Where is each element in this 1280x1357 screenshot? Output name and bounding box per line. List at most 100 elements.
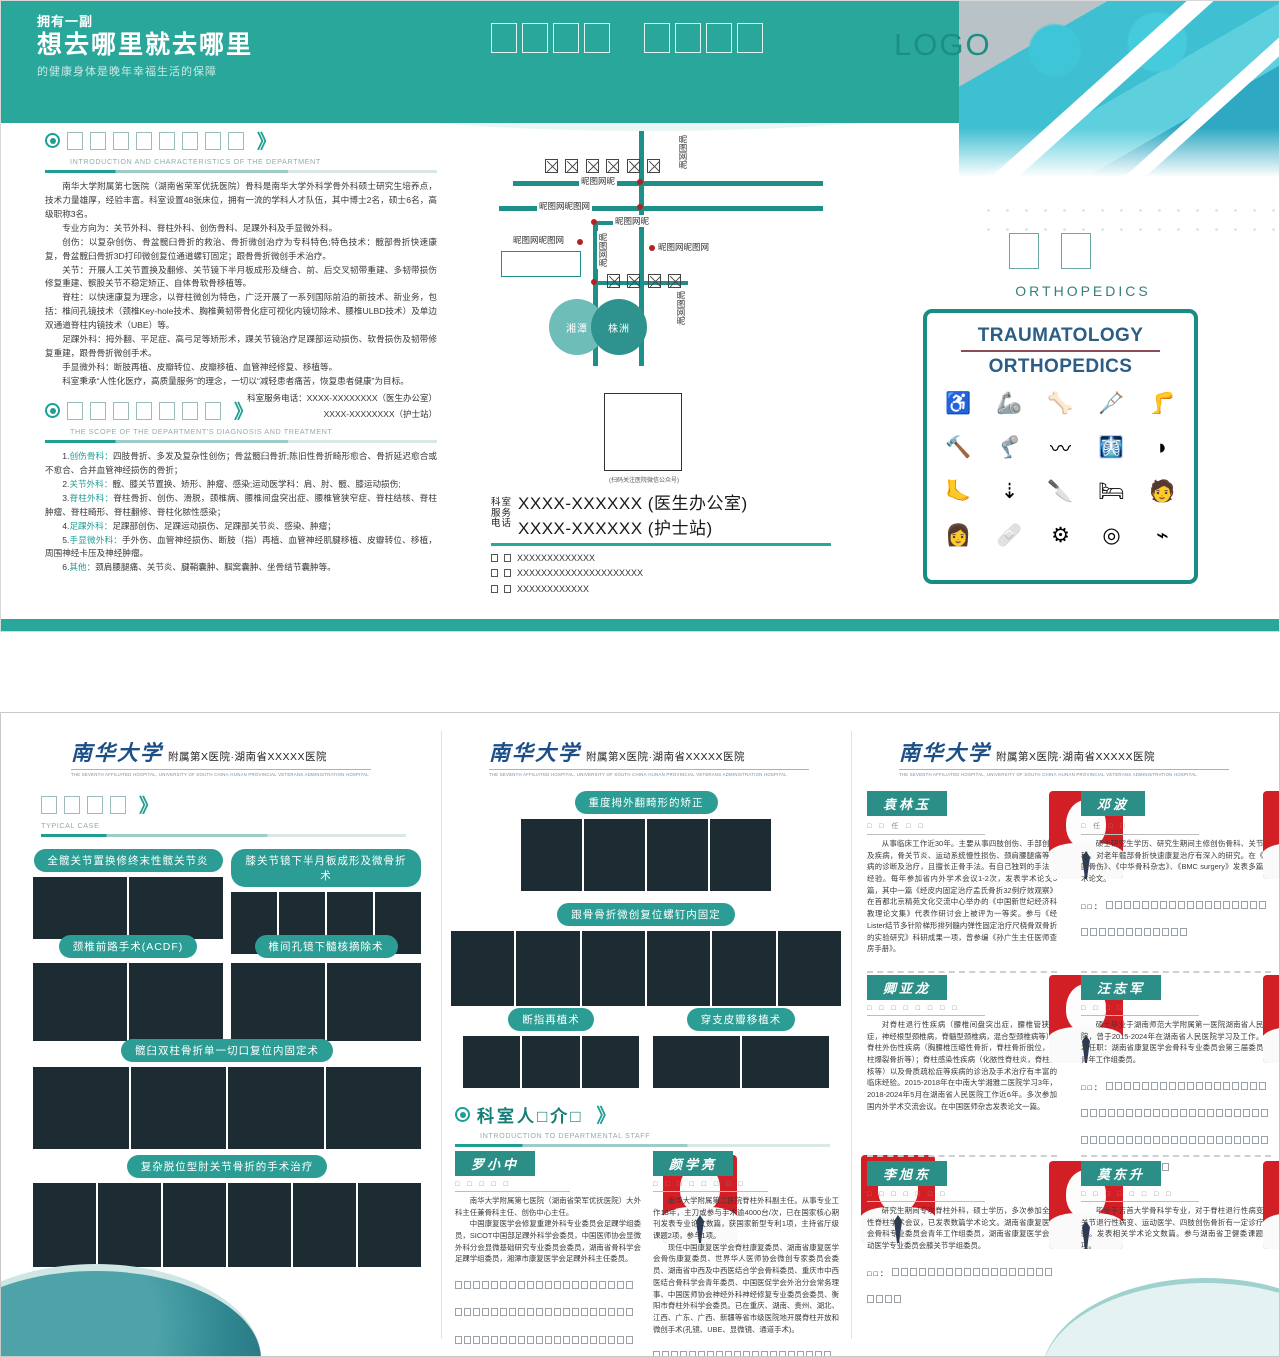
map-city-zhuzhou: 株洲 <box>591 299 647 355</box>
placeholder-box <box>1144 1136 1151 1145</box>
photo-fade-mask <box>959 1 1279 206</box>
avatar-tie <box>1082 1035 1090 1063</box>
section-staff-intro: 科室人□介□ 》 INTRODUCTION TO DEPARTMENTAL ST… <box>455 1101 830 1147</box>
placeholder-box <box>770 1351 777 1356</box>
placeholder-box <box>518 1335 525 1344</box>
placeholder-box <box>743 1351 750 1356</box>
placeholder-box <box>1126 1108 1133 1117</box>
staff-placeholder-block: □ □ ： <box>1081 1072 1271 1181</box>
bullet-box-icon <box>504 553 511 562</box>
placeholder-box <box>1099 1108 1106 1117</box>
placeholder-box <box>482 1308 489 1317</box>
placeholder-box <box>590 1308 597 1317</box>
staff-section-rule <box>455 1144 830 1147</box>
staff-divider <box>867 1155 1057 1157</box>
placeholder-box <box>554 1308 561 1317</box>
title-box <box>159 131 175 150</box>
staff-rule <box>653 1191 769 1192</box>
xbox-icon <box>647 274 661 288</box>
placeholder-box <box>464 1335 471 1344</box>
placeholder-box <box>653 1351 660 1356</box>
case-block: 断指再植术 <box>463 1008 639 1088</box>
placeholder-box <box>824 1351 831 1356</box>
staff-divider <box>1081 1155 1271 1157</box>
placeholder-box <box>509 1335 516 1344</box>
map-node <box>577 239 583 245</box>
placeholder-box <box>617 1281 624 1290</box>
contact-list-item: XXXXXXXXXXXXXXXXXXXXX <box>491 566 831 582</box>
placeholder-box <box>527 1281 534 1290</box>
title-box <box>113 401 129 420</box>
department-phone-1: 科室服务电话：XXXX-XXXXXXXX（医生办公室） <box>247 392 437 403</box>
scope-head: 手显微外科： <box>69 534 123 545</box>
placeholder-box <box>999 1267 1007 1276</box>
staff-section-title: 科室人□介□ <box>477 1107 584 1126</box>
case-label: 全髋关节置换修终末性髋关节炎 <box>33 849 223 872</box>
scope-text: 足踝部创伤、足踝运动损伤、足踝部关节炎、感染、肿瘤； <box>112 520 336 531</box>
placeholder-box <box>1105 900 1113 909</box>
placeholder-box <box>876 1294 883 1303</box>
staff-rule <box>1081 834 1199 835</box>
scope-text: 四肢骨折、多发及复杂性创伤；骨盆髋臼骨折;陈旧性骨折畸形愈合、骨折延迟愈合或不愈… <box>45 451 437 475</box>
staff-bio-paragraph: 研究生期间专攻脊柱外科，硕士学历，多次参加全国性脊柱学术会议，已发表数篇学术论文… <box>867 1206 1057 1251</box>
case-images <box>33 963 223 1041</box>
case-image <box>712 931 776 1006</box>
staff-rule <box>455 1191 571 1192</box>
placeholder-box <box>1243 1108 1250 1117</box>
placeholder-box <box>527 1308 534 1317</box>
staff-name: 莫东升 <box>1081 1161 1162 1186</box>
bullet-box-icon <box>504 585 511 594</box>
scope-no: 5. <box>62 534 70 545</box>
case-label: 膝关节镜下半月板成形及微骨折术 <box>231 849 421 887</box>
title-box <box>110 795 126 814</box>
contact-list-text: XXXXXXXXXXXXX <box>517 552 596 563</box>
placeholder-box <box>1099 927 1106 936</box>
intro-paragraph: 科室秉承“人性化医疗，高质量服务”的理念，一切以“减轻患者痛苦，恢复患者健康”为… <box>62 375 409 386</box>
placeholder-box <box>1081 927 1088 936</box>
hospital-subtitle: 附属第X医院·湖南省XXXXX医院 <box>996 751 1156 763</box>
surgery-photo <box>959 1 1279 206</box>
section1-subtitle-en: INTRODUCTION AND CHARACTERISTICS OF THE … <box>70 157 321 166</box>
staff-section-subtitle-en: INTRODUCTION TO DEPARTMENTAL STAFF <box>480 1131 651 1140</box>
placeholder-box <box>536 1335 543 1344</box>
placeholder-box <box>752 1351 759 1356</box>
placeholder-box <box>1186 900 1194 909</box>
header-box <box>706 23 732 53</box>
placeholder-prefix: □ □ ： <box>1081 901 1102 911</box>
orthopedics-subtitle: ORTHOPEDICS <box>1015 283 1151 299</box>
staff-rule <box>867 1201 985 1202</box>
map-label-vertical: 昵图网昵 <box>675 289 687 327</box>
scope-no: 6. <box>62 562 70 573</box>
staff-card: 邓波 □ 任 □ □ 硕士研究生学历、研究生期间主修创伤骨科、关节外科。对老年髋… <box>1081 791 1279 945</box>
case-image <box>521 819 582 891</box>
placeholder-box <box>1026 1267 1034 1276</box>
placeholder-box <box>1162 927 1169 936</box>
intro-paragraph: 足踝外科：拇外翻、平足症、高弓足等矫形术，踝关节镜治疗足踝部运动损伤、软骨损伤及… <box>45 334 437 359</box>
case-image <box>710 819 771 891</box>
title-box <box>113 131 129 150</box>
staff-bio: 南华大学附属第二医院脊柱外科副主任。从事专业工作13年，主刀或参与手术逾4000… <box>653 1195 839 1335</box>
hospital-subtitle: 附属第X医院·湖南省XXXXX医院 <box>168 751 328 763</box>
placeholder-box <box>689 1351 696 1356</box>
staff-placeholder-block <box>653 1341 839 1356</box>
hospital-subtitle: 附属第X医院·湖南省XXXXX医院 <box>586 751 746 763</box>
placeholder-box <box>590 1281 597 1290</box>
case-images <box>33 877 223 939</box>
contact-list-item: XXXXXXXXXXXX <box>491 582 831 598</box>
staff-name: 汪志军 <box>1081 975 1162 1000</box>
map-label: 昵图网昵图网 <box>511 234 567 246</box>
traction-icon: ⌁ <box>1156 524 1169 548</box>
placeholder-box <box>1150 900 1158 909</box>
intro-paragraph: 脊柱：以快速康复为理念，以脊柱微创为特色，广泛开展了一系列国际前沿的新技术、新业… <box>45 292 437 331</box>
placeholder-box <box>954 1267 962 1276</box>
placeholder-box <box>1090 1136 1097 1145</box>
staff-card: 李旭东 □ □ □ □ □ □ □ 研究生期间专攻脊柱外科，硕士学历，多次参加全… <box>867 1161 1123 1312</box>
title-box <box>182 401 198 420</box>
scope-no: 3. <box>62 492 70 503</box>
contact-numbers: XXXX-XXXXXX (医生办公室) XXXX-XXXXXX (护士站) <box>518 489 748 539</box>
university-name: 南华大学 <box>489 741 581 765</box>
placeholder-box <box>491 1281 498 1290</box>
placeholder-box <box>867 1294 874 1303</box>
intro-paragraph: 手显微外科：断肢再植、皮瓣转位、皮瓣移植、血管神经修复、移植等。 <box>62 361 338 372</box>
title-box <box>228 131 244 150</box>
